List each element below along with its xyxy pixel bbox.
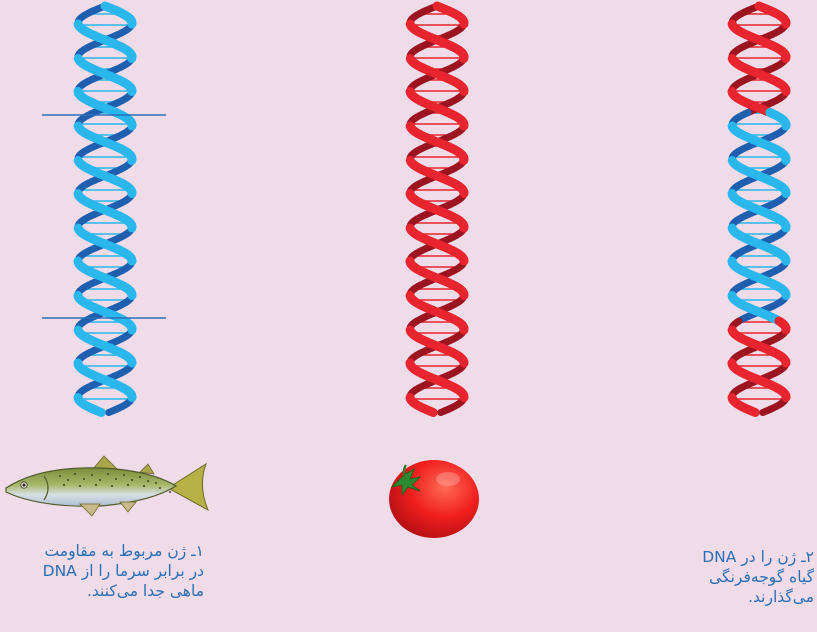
- salmon-fish-icon: [0, 452, 215, 522]
- caption-step-2: ۲ـ ژن را در DNA گیاه گوجه‌فرنگی می‌گذارن…: [702, 547, 814, 607]
- caption-step-2-line-2: گیاه گوجه‌فرنگی: [702, 567, 814, 587]
- caption-step-1-line-1: ۱ـ ژن مربوط به مقاومت: [43, 541, 204, 561]
- recombinant-dna-helix: [704, 0, 814, 420]
- tomato-dna-helix: [382, 0, 492, 420]
- caption-step-2-line-3: می‌گذارند.: [702, 587, 814, 607]
- helix-strand-b: [763, 411, 767, 413]
- helix-strand-a: [752, 411, 756, 413]
- helix-strand-b: [441, 411, 445, 413]
- helix-strand-a: [430, 411, 434, 413]
- caption-step-1-line-3: ماهی جدا می‌کنند.: [43, 581, 204, 601]
- caption-step-1: ۱ـ ژن مربوط به مقاومت در برابر سرما را ا…: [43, 541, 204, 601]
- tomato-icon: [384, 455, 484, 545]
- caption-step-1-line-2: در برابر سرما را از DNA: [43, 561, 204, 581]
- cut-lines: [42, 0, 168, 420]
- caption-step-2-line-1: ۲ـ ژن را در DNA: [702, 547, 814, 567]
